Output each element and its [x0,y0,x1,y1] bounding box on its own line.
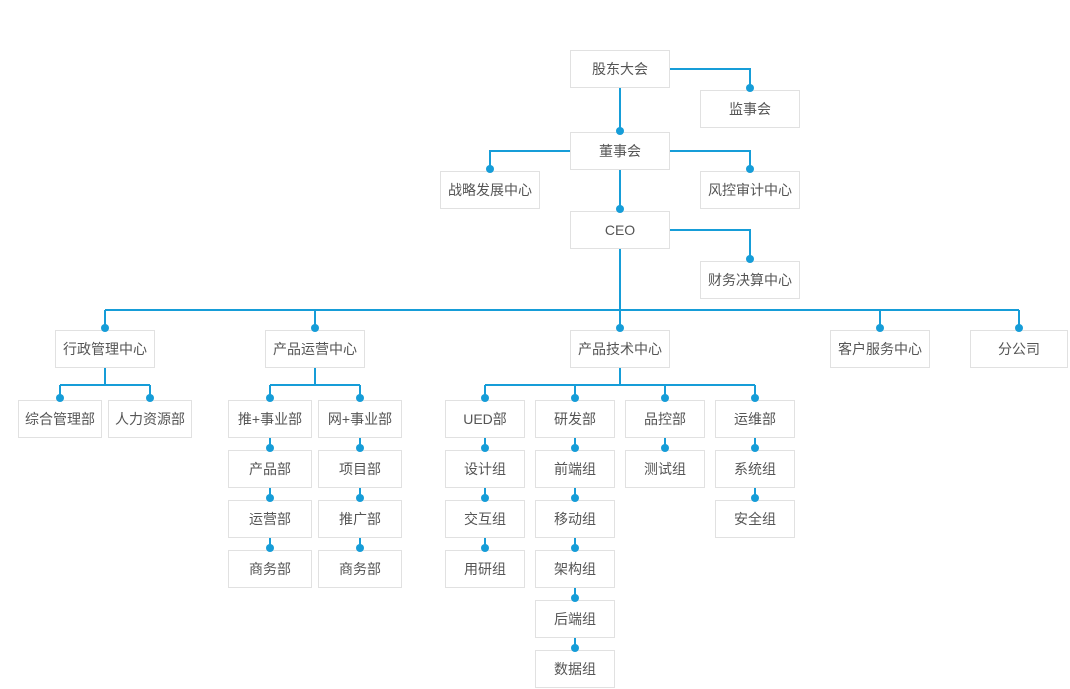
org-node-ops-maintenance-dept: 运维部 [715,400,795,438]
org-node-mobile-group: 移动组 [535,500,615,538]
org-node-board-of-directors: 董事会 [570,132,670,170]
org-node-business-dept-2: 商务部 [318,550,402,588]
org-node-customer-service-center: 客户服务中心 [830,330,930,368]
org-node-business-dept-1: 商务部 [228,550,312,588]
org-node-supervisory-board: 监事会 [700,90,800,128]
org-node-human-resources-dept: 人力资源部 [108,400,192,438]
org-node-shareholders-meeting: 股东大会 [570,50,670,88]
org-node-operations-dept: 运营部 [228,500,312,538]
org-node-data-group: 数据组 [535,650,615,688]
org-node-tui-plus-division: 推+事业部 [228,400,312,438]
org-node-user-research-group: 用研组 [445,550,525,588]
org-node-branch-company: 分公司 [970,330,1068,368]
org-node-risk-audit-center: 风控审计中心 [700,171,800,209]
org-node-frontend-group: 前端组 [535,450,615,488]
org-node-promotion-dept: 推广部 [318,500,402,538]
org-node-security-group: 安全组 [715,500,795,538]
org-node-architecture-group: 架构组 [535,550,615,588]
org-node-financial-settlement-center: 财务决算中心 [700,261,800,299]
org-node-admin-management-center: 行政管理中心 [55,330,155,368]
org-node-system-group: 系统组 [715,450,795,488]
org-node-wang-plus-division: 网+事业部 [318,400,402,438]
org-node-project-dept: 项目部 [318,450,402,488]
org-node-product-operations-center: 产品运营中心 [265,330,365,368]
org-node-interaction-group: 交互组 [445,500,525,538]
org-node-rnd-dept: 研发部 [535,400,615,438]
org-node-design-group: 设计组 [445,450,525,488]
org-node-backend-group: 后端组 [535,600,615,638]
org-node-general-management-dept: 综合管理部 [18,400,102,438]
org-node-ued-dept: UED部 [445,400,525,438]
org-node-ceo: CEO [570,211,670,249]
org-node-strategic-development-center: 战略发展中心 [440,171,540,209]
org-node-testing-group: 测试组 [625,450,705,488]
org-node-quality-control-dept: 品控部 [625,400,705,438]
org-node-product-technology-center: 产品技术中心 [570,330,670,368]
org-node-product-dept: 产品部 [228,450,312,488]
